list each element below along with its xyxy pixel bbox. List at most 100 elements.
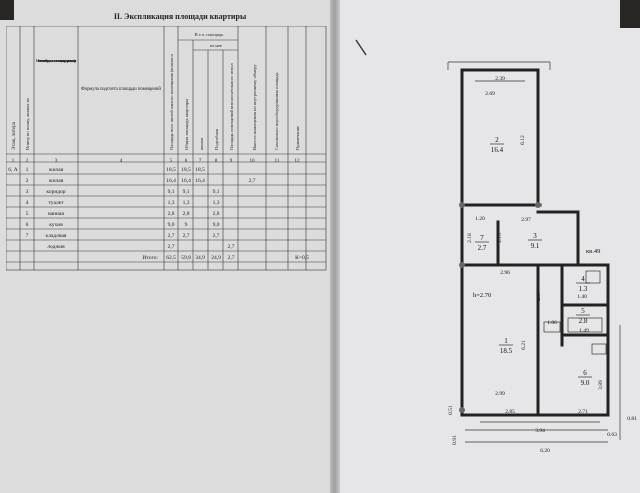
table-cell-aux: 2,7 (213, 233, 220, 239)
plan-column (459, 407, 465, 413)
explication-table: Этаж, литера Номер по плану, жилых ко Назн… (6, 26, 327, 271)
column-number: 5 (170, 159, 173, 164)
dimension-label: 0.81 (627, 416, 637, 422)
background-corner (0, 0, 14, 20)
total-label: Итого: (143, 255, 159, 261)
room-number-5: 5 (581, 307, 585, 315)
table-cell-general: 9 (185, 222, 188, 228)
column-number: 10 (250, 159, 256, 164)
dimension-label: 6.21 (521, 340, 527, 350)
dimension-label: 2.13 (497, 233, 503, 243)
table-cell-total: 2,7 (168, 233, 175, 239)
room-number-1: 1 (504, 337, 508, 345)
total-loggia-value: 2,7 (228, 255, 235, 261)
plan-thin-lines (447, 61, 621, 443)
table-cell-no: 4 (26, 200, 29, 206)
table-cell-name: туалет (48, 200, 64, 206)
header-unauthorized: Самовольно переоборудованная площадь (274, 73, 279, 150)
plan-bathtub-fixture (567, 317, 603, 333)
table-cell-name: лоджия (47, 244, 65, 250)
pen-mark (355, 39, 367, 56)
dimension-label: 2.69 (485, 91, 495, 97)
column-number: 6 (185, 159, 188, 164)
dimension-label: 2.97 (521, 217, 531, 223)
table-cell-general: 16,4 (181, 178, 191, 184)
dimension-label: 2.37 (536, 291, 542, 301)
column-number: 2 (26, 159, 29, 164)
room-number-2: 2 (495, 136, 499, 144)
table-cell-no: 1 (26, 167, 29, 173)
table-cell-general: 2,8 (183, 211, 190, 217)
dimension-label: 3.94 (535, 428, 545, 434)
column-number: 1 (12, 159, 15, 164)
header-living: жилая (199, 137, 204, 151)
table-cell-general: 1,3 (183, 200, 190, 206)
total-general-value: 59,8 (181, 255, 191, 261)
table-cell-total: 9,0 (168, 222, 175, 228)
total-living-value: 34,9 (195, 255, 205, 261)
dimension-label: 2.96 (500, 270, 510, 276)
dimension-label: 6.20 (540, 448, 550, 454)
dimension-label: 1.06 (547, 320, 557, 326)
table-cell-no: 5 (26, 211, 29, 217)
plan-toilet-fixture (585, 270, 601, 284)
column-number: 8 (215, 159, 218, 164)
background-corner (620, 0, 640, 28)
plan-column (459, 262, 465, 268)
room-number-3: 3 (533, 232, 537, 240)
dimension-label: 2.99 (495, 391, 505, 397)
table-cell-living: 18,5 (195, 167, 205, 173)
room-area-7: 2.7 (478, 244, 487, 252)
table-cell-general: 18,5 (181, 167, 191, 173)
dimension-label: 0.51 (448, 405, 454, 415)
plan-column (459, 202, 465, 208)
column-number: 7 (199, 159, 202, 164)
column-number: 12 (295, 159, 301, 164)
header-auxiliary: Подсобная (214, 128, 219, 150)
header-general-area: Общая площадь квартиры (184, 99, 189, 150)
dimension-label: 1.49 (579, 328, 589, 334)
dimension-label: 6.12 (520, 135, 526, 145)
table-cell-total: 16,4 (166, 178, 176, 184)
table-cell-name: кладовая (46, 233, 67, 239)
table-cell-general: 2,7 (183, 233, 190, 239)
apartment-label: кв.49 (586, 248, 600, 255)
table-cell-height: 2,7 (249, 178, 256, 184)
header-group-sublabel: из нее (210, 43, 222, 48)
table-cell-living: 16,4 (195, 178, 205, 184)
book-spine (330, 0, 340, 493)
table-cell-aux: 2,8 (213, 211, 220, 217)
header-formula: Формула подсчета площади помещений (81, 87, 161, 92)
dimension-label: 2.39 (495, 76, 505, 82)
table-cell-aux: 9,0 (213, 222, 220, 228)
column-number: 3 (55, 159, 58, 164)
header-room-number: Номер по плану, жилых ко (25, 97, 31, 150)
table-cell-total: 9,1 (168, 189, 175, 195)
header-room-name: Назначение частей квартиры: жилые комнат… (36, 58, 77, 64)
room-number-6: 6 (583, 369, 587, 377)
dimension-label: 0.63 (607, 432, 617, 438)
table-cell-name: жилая (48, 178, 64, 184)
table-cell-floor: 6, А (8, 167, 18, 173)
table-cell-total: 2,8 (168, 211, 175, 217)
table-grid (6, 26, 327, 271)
table-border (6, 26, 327, 271)
dimension-label: 2.85 (505, 409, 515, 415)
room-area-1: 18.5 (500, 347, 513, 355)
room-number-4: 4 (581, 275, 585, 283)
header-group-label: В т.ч. площадь (195, 32, 224, 37)
dimension-label: 0.91 (452, 435, 458, 445)
dimension-label: 1.20 (475, 216, 485, 222)
header-height: Высота помещения по внутреннему обмеру (252, 64, 257, 150)
table-cell-no: 7 (26, 233, 29, 239)
header-total-area: Площадь всех частей жилого помещения (ко… (169, 54, 174, 150)
header-floor: Этаж, литера (12, 121, 17, 150)
plan-column (535, 202, 541, 208)
ceiling-height-note: h=2.70 (473, 292, 491, 299)
table-cell-total: 1,3 (168, 200, 175, 206)
explication-title: II. Экспликация площади квартиры (113, 12, 247, 21)
left-page (0, 0, 334, 493)
table-cell-total: 18,5 (166, 167, 176, 173)
room-area-6: 9.0 (581, 379, 590, 387)
